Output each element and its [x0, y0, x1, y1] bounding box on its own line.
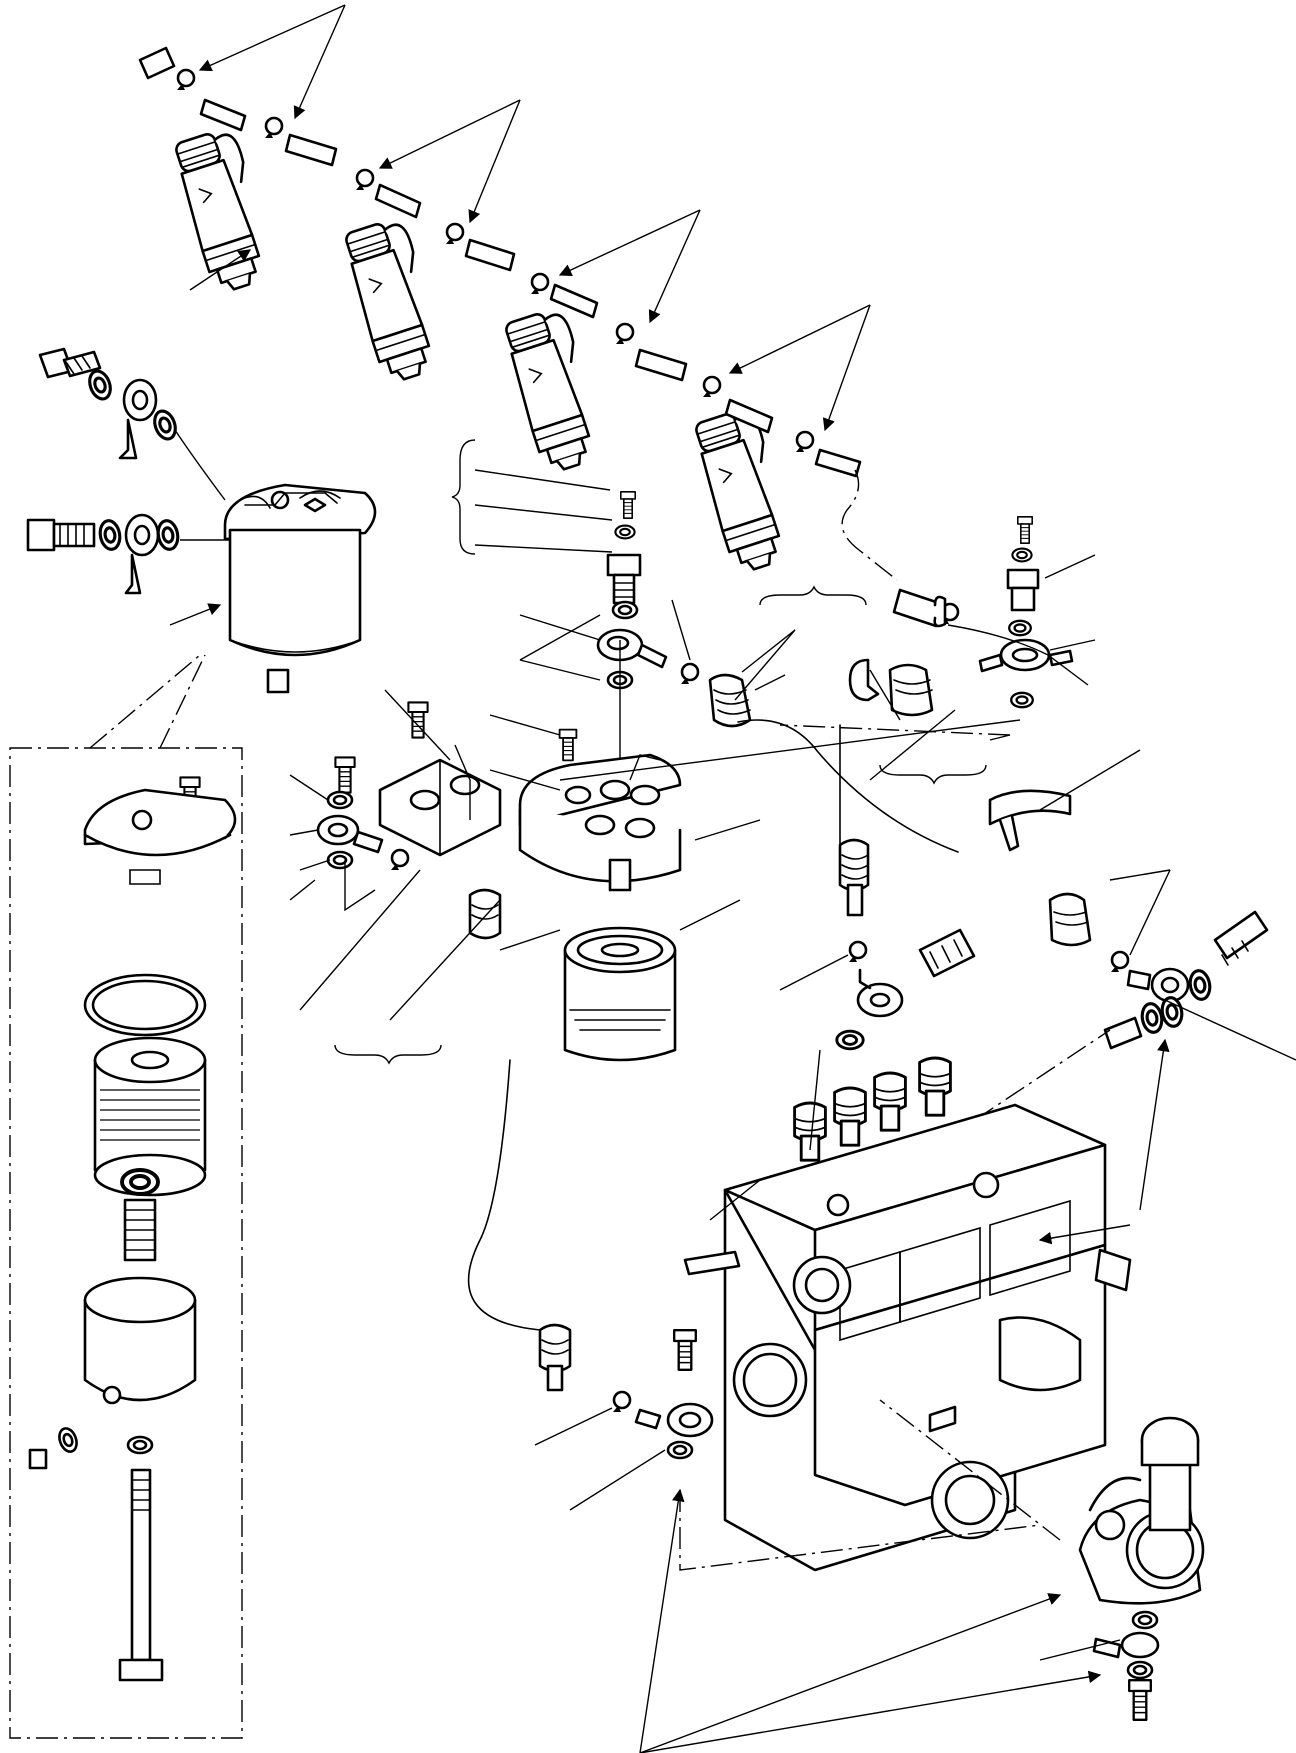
feed-pump — [1039, 1416, 1205, 1721]
center-banjo-fitting — [519, 599, 959, 853]
middle-fittings — [779, 724, 976, 1051]
right-bolt-stack — [779, 516, 1096, 741]
bottom-leader-arrows — [639, 1179, 1102, 1753]
filter-detail-box — [9, 654, 243, 1739]
filter-banjo-bolt-top — [38, 347, 226, 501]
injection-pump — [683, 1103, 1132, 1572]
injector-3 — [497, 304, 612, 477]
feed-pump-centerline — [879, 1399, 1061, 1541]
delivery-valve-holders — [793, 1049, 952, 1162]
left-small-fittings — [289, 756, 502, 1021]
head-bolt-stack — [474, 469, 642, 605]
fuel-filter-assembly — [223, 483, 377, 694]
injector-2 — [337, 214, 452, 387]
braces — [334, 439, 987, 1065]
filter-banjo-bolt-bottom — [26, 513, 230, 595]
injector-1 — [167, 124, 282, 297]
leader-lines-top — [189, 4, 871, 432]
leak-off-hose-chain — [138, 46, 960, 628]
priming-pump-housing — [489, 714, 1021, 951]
mounting-bracket — [378, 689, 561, 857]
filter-cartridge — [563, 899, 741, 1062]
mid-right-fittings — [974, 869, 1296, 1211]
injector-4 — [687, 404, 802, 577]
right-hose-fitting — [848, 658, 1141, 852]
lower-banjo-fitting — [467, 1059, 714, 1511]
filter-arrow — [169, 603, 222, 626]
